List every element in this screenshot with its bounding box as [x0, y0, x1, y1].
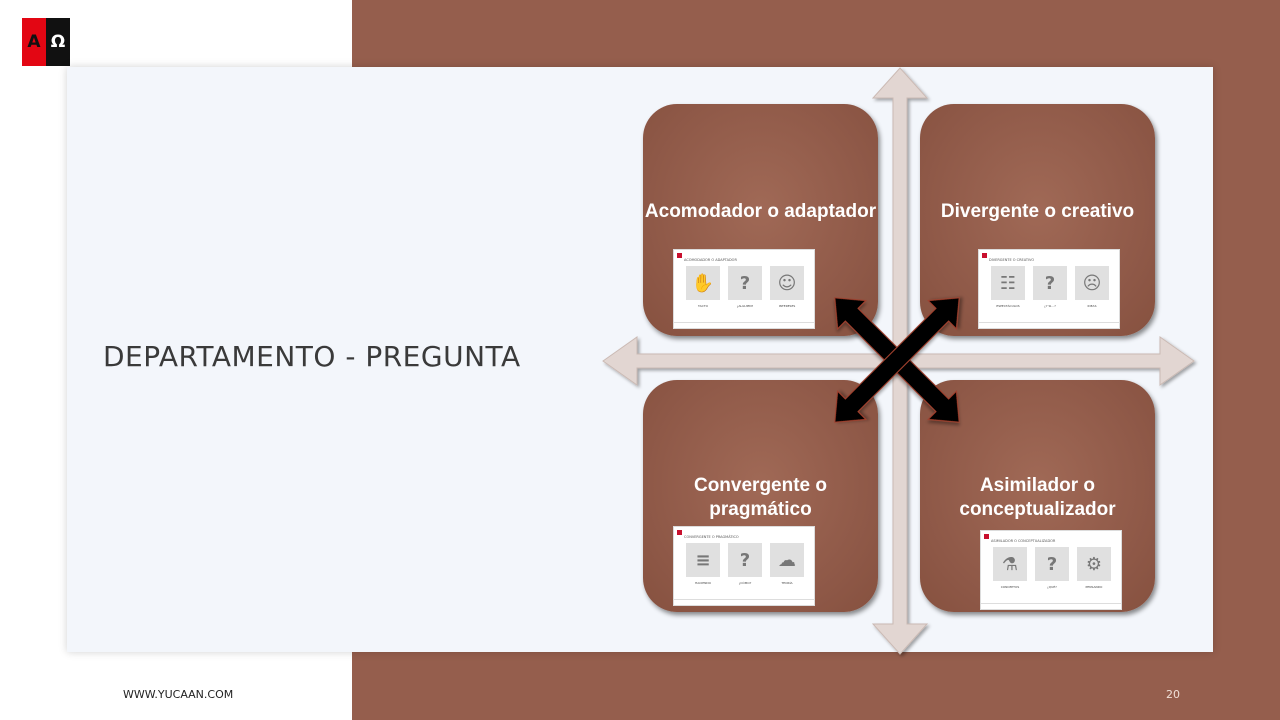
thumbnail-footer: [674, 599, 814, 605]
thumbnail-title: Convergente o pragmático: [684, 535, 739, 539]
thumbnail-caption: ¿CÓMO?: [738, 581, 752, 585]
thumbnail-caption: ¿ALGUIEN?: [736, 304, 754, 308]
handshake-icon: ✋: [686, 266, 720, 300]
logo-letter-a: A: [22, 18, 46, 66]
thumbnail-caption: ¿QUÉ?: [1047, 585, 1057, 589]
thumbnail-title: Divergente o creativo: [989, 258, 1035, 262]
slide-thumbnail: Convergente o pragmático ≡ ? ☁ HACIENDO …: [673, 526, 815, 606]
thumbnail-caption: CONCEPTOS: [1000, 585, 1020, 589]
thumbnail-logo: [984, 534, 989, 539]
thumbnail-caption: PENSANDO: [1085, 585, 1103, 589]
flask-icon: ⚗: [993, 547, 1027, 581]
theater-masks-icon: ☹: [1075, 266, 1109, 300]
thought-cloud-icon: ☁: [770, 543, 804, 577]
quadrant-label: Divergente o creativo: [940, 201, 1135, 222]
footer-website: WWW.YUCAAN.COM: [123, 688, 234, 701]
question-icon: ?: [1035, 547, 1069, 581]
thumbnail-caption: INTERESES: [778, 304, 796, 308]
thumbnail-caption: ¿Y SI…?: [1044, 304, 1056, 308]
logo-letter-omega: Ω: [46, 18, 70, 66]
slide-thumbnail: Acomodador o adaptador ✋ ? ☺ TACTO ¿ALGU…: [673, 249, 815, 329]
thumbnail-caption: TACTO: [698, 304, 708, 308]
thumbnail-logo: [677, 253, 682, 258]
quadrant-label: Acomodador o adaptador: [644, 201, 877, 222]
quadrant-acomodador: Acomodador o adaptador Acomodador o adap…: [643, 104, 878, 336]
slide-title: DEPARTAMENTO - PREGUNTA: [103, 340, 521, 373]
question-icon: ?: [728, 266, 762, 300]
brain-gears-icon: ⚙: [1077, 547, 1111, 581]
bridge-icon: ≡: [686, 543, 720, 577]
thumbnail-caption: HACIENDO: [694, 581, 712, 585]
thumbnail-footer: [674, 322, 814, 328]
thumbnail-caption: ESPECTÁCULOS: [996, 304, 1020, 308]
thumbnail-footer: [981, 603, 1121, 609]
thumbnail-title: Asimilador o conceptualizador: [991, 539, 1056, 543]
quadrant-divergente: Divergente o creativo Divergente o creat…: [920, 104, 1155, 336]
thumbnail-logo: [982, 253, 987, 258]
spray-icon: ☷: [991, 266, 1025, 300]
quadrant-label: Asimilador o conceptualizador: [959, 475, 1116, 520]
thumbnail-caption: TEORÍA: [781, 581, 793, 585]
thumbnail-caption: IDEAS: [1087, 304, 1097, 308]
thumbnail-logo: [677, 530, 682, 535]
quadrant-asimilador: Asimilador o conceptualizador Asimilador…: [920, 380, 1155, 612]
quadrant-label: Convergente o pragmático: [693, 475, 828, 520]
thumbnail-footer: [979, 322, 1119, 328]
question-icon: ?: [1033, 266, 1067, 300]
head-icon: ☺: [770, 266, 804, 300]
quadrant-convergente: Convergente o pragmático Convergente o p…: [643, 380, 878, 612]
slide-thumbnail: Asimilador o conceptualizador ⚗ ? ⚙ CONC…: [980, 530, 1122, 610]
thumbnail-title: Acomodador o adaptador: [684, 258, 737, 262]
question-icon: ?: [728, 543, 762, 577]
page-number: 20: [1166, 688, 1180, 701]
slide-thumbnail: Divergente o creativo ☷ ? ☹ ESPECTÁCULOS…: [978, 249, 1120, 329]
logo: A Ω: [22, 18, 70, 66]
